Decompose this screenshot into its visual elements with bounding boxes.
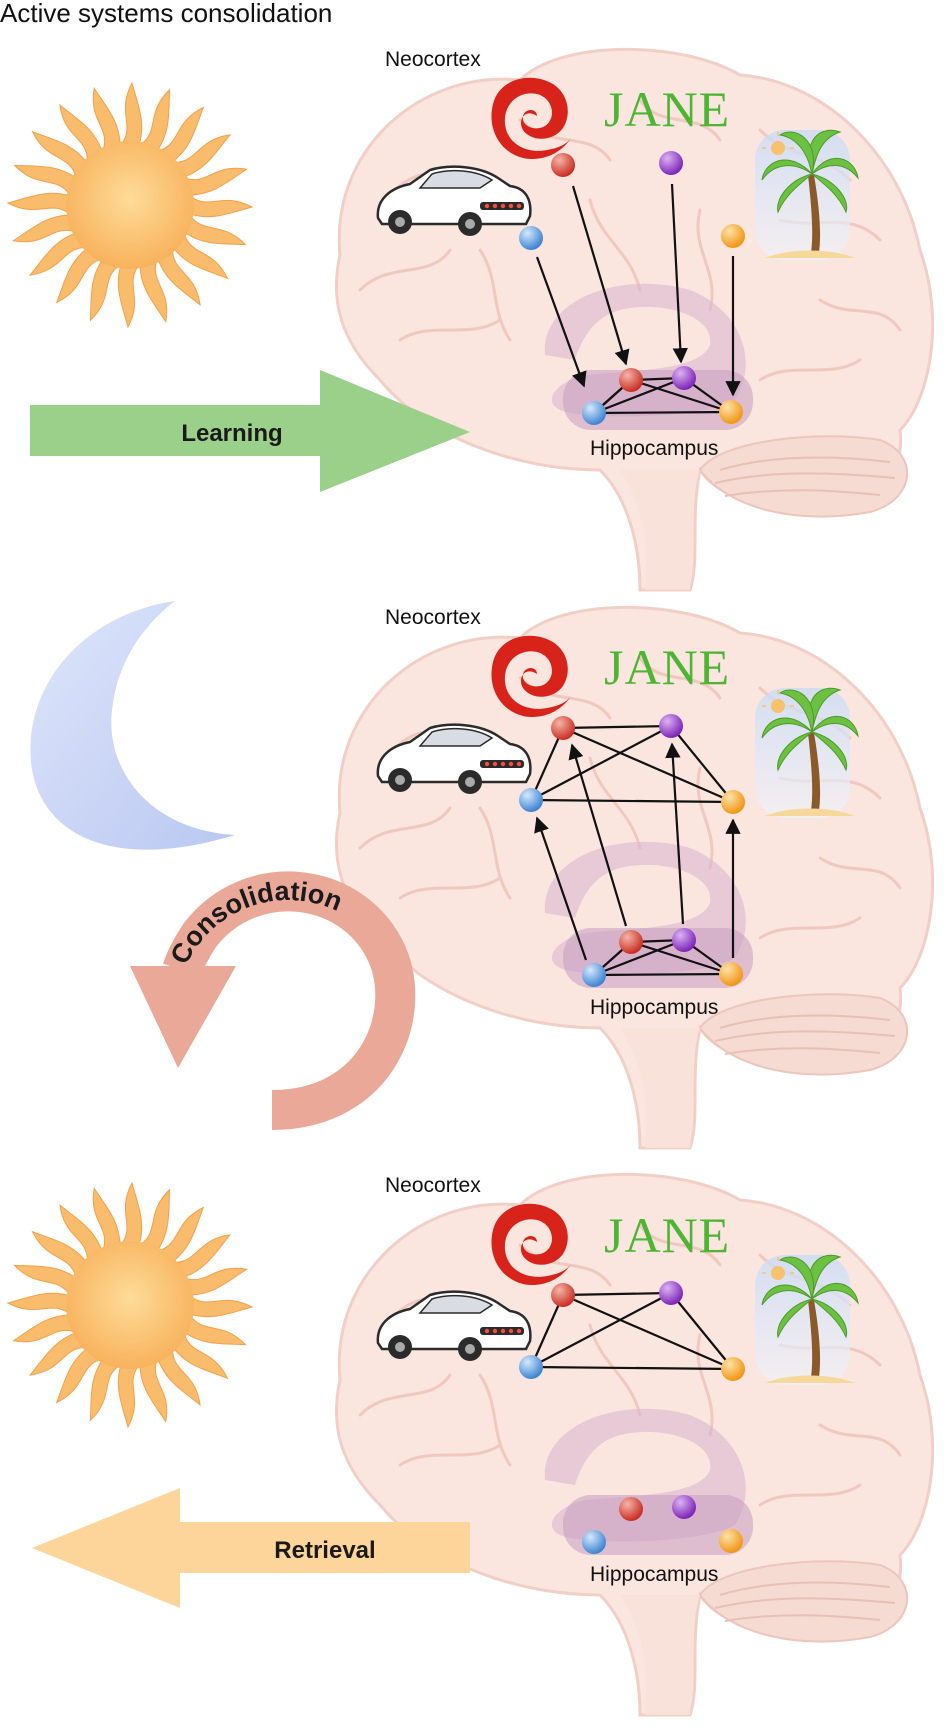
neocortex-neuron-red <box>551 153 575 177</box>
hippocampus-neuron-purple <box>672 1495 696 1519</box>
hippocampus-neuron-orange <box>719 962 743 986</box>
sun-ray <box>12 1314 77 1343</box>
neocortex-neuron-purple <box>659 151 683 175</box>
sun-ray <box>59 103 103 163</box>
palm-tree-icon <box>754 129 859 261</box>
hippocampus-label: Hippocampus <box>590 996 718 1019</box>
palm-tree-icon <box>754 1254 859 1386</box>
sun-ray <box>157 247 201 307</box>
neocortex-neuron-orange <box>721 1357 745 1381</box>
sun-ray <box>139 258 168 323</box>
sun-ray <box>156 106 205 163</box>
sun-ray <box>92 1187 121 1252</box>
learning-arrow <box>30 370 470 492</box>
sun-ray <box>6 1292 71 1315</box>
panel-consolidation: Neocortex Hippocampus JANE <box>30 601 935 1150</box>
sun-ray <box>120 81 143 146</box>
sun-core <box>66 141 194 269</box>
learning-arrow-label: Learning <box>181 420 282 447</box>
cortical-links <box>529 724 734 804</box>
hippocampus-neuron-blue <box>582 1530 606 1554</box>
retrieval-arrow-label: Retrieval <box>274 1537 375 1564</box>
hippocampus-neuron-red <box>619 1497 643 1521</box>
panel-learning: Neocortex Hippocampus JANE <box>6 47 935 592</box>
memory-word: JANE <box>604 639 730 695</box>
hippocampus-neuron-purple <box>672 366 696 390</box>
consolidation-arrowhead <box>130 966 236 1068</box>
sun-ray <box>13 164 77 197</box>
neocortex-neuron-red <box>551 716 575 740</box>
sun-ray <box>172 1234 232 1278</box>
hippocampus-neuron-red <box>619 368 643 392</box>
sun-icon <box>6 1181 254 1429</box>
neocortex-label: Neocortex <box>385 606 481 629</box>
sun-ray <box>6 192 71 215</box>
sun-ray <box>183 213 247 246</box>
sun-ray <box>31 130 88 179</box>
sun-core <box>66 1241 194 1369</box>
transfer-arrows <box>535 183 741 397</box>
hippocampal-links <box>593 938 732 977</box>
neocortex-neuron-blue <box>519 226 543 250</box>
cortical-links <box>529 1291 734 1371</box>
sun-ray <box>55 247 104 304</box>
sun-ray <box>138 1188 171 1252</box>
neocortex-neuron-red <box>551 1283 575 1307</box>
sun-ray <box>139 1358 168 1423</box>
neocortex-label: Neocortex <box>385 48 481 71</box>
sun-ray <box>28 1332 88 1376</box>
hippocampus-label: Hippocampus <box>590 437 718 460</box>
sun-ray <box>12 214 77 243</box>
hippocampus-neuron-blue <box>582 401 606 425</box>
hippocampus-neuron-red <box>619 930 643 954</box>
neocortex-neuron-orange <box>721 224 745 248</box>
retrieval-arrow <box>32 1488 470 1608</box>
memory-word: JANE <box>604 1207 730 1263</box>
sun-ray <box>172 231 229 280</box>
sun-ray <box>120 1181 143 1246</box>
sun-ray <box>172 1331 229 1380</box>
sun-ray <box>183 1313 247 1346</box>
sun-ray <box>189 195 254 218</box>
sun-ray <box>13 1264 77 1297</box>
moon-icon <box>30 601 235 850</box>
sun-ray <box>89 1358 122 1422</box>
sun-ray <box>55 1347 104 1404</box>
sun-ray <box>157 1347 201 1407</box>
hippocampus-label: Hippocampus <box>590 1563 718 1586</box>
neocortex-label: Neocortex <box>385 1174 481 1197</box>
sun-ray <box>156 1206 205 1263</box>
hippocampus-neuron-purple <box>672 928 696 952</box>
sun-icon <box>6 81 254 329</box>
sun-ray <box>189 1295 254 1318</box>
panel-retrieval: Neocortex Hippocampus JANE Retrieval <box>6 1172 935 1717</box>
sun-ray <box>117 1364 140 1429</box>
sun-ray <box>89 258 122 322</box>
sun-ray <box>31 1230 88 1279</box>
neocortex-neuron-blue <box>519 788 543 812</box>
hippocampus-neuron-orange <box>719 400 743 424</box>
sun-ray <box>172 134 232 178</box>
neocortex-neuron-purple <box>659 1281 683 1305</box>
transfer-arrows <box>534 742 741 961</box>
palm-tree-icon <box>754 687 859 819</box>
sun-ray <box>28 232 88 276</box>
sun-ray <box>138 88 171 152</box>
neocortex-neuron-purple <box>659 714 683 738</box>
memory-word: JANE <box>604 81 730 137</box>
hippocampus-neuron-blue <box>582 963 606 987</box>
sun-ray <box>183 167 248 196</box>
sun-ray <box>117 264 140 329</box>
diagram-title: Active systems consolidation <box>0 0 332 28</box>
sun-ray <box>92 87 121 152</box>
neocortex-neuron-blue <box>519 1355 543 1379</box>
sun-ray <box>59 1203 103 1263</box>
sun-ray <box>183 1267 248 1296</box>
neocortex-neuron-orange <box>721 790 745 814</box>
consolidation-arrow <box>163 871 416 1130</box>
hippocampus-neuron-orange <box>719 1529 743 1553</box>
